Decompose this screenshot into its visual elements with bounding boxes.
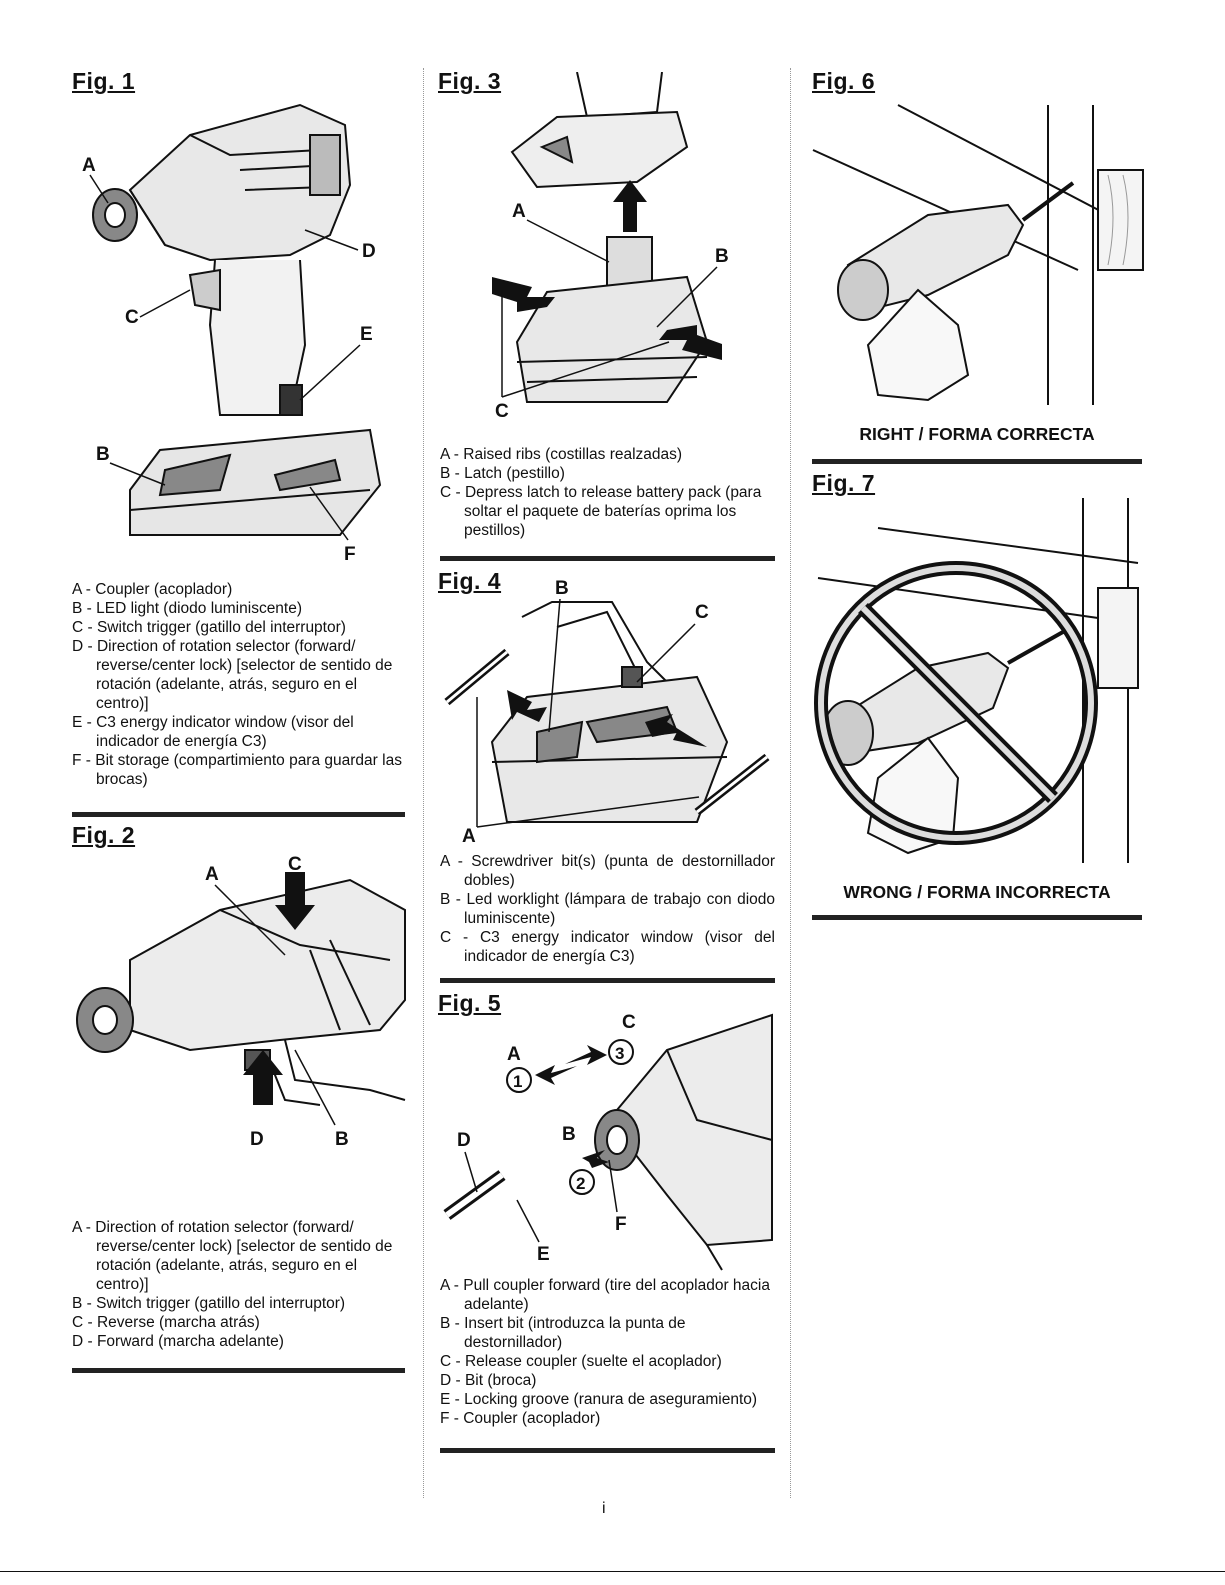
fig2-legend: A - Direction of rotation selector (forw… — [72, 1218, 402, 1351]
legend-item: B - Insert bit (introduzca la punta de d… — [440, 1315, 686, 1351]
release-arrow-icon — [565, 1045, 607, 1065]
prohibited-icon — [814, 561, 1098, 845]
up-arrow-icon — [613, 180, 647, 232]
fig4-label-a: A — [462, 826, 476, 847]
forward-arrow-icon — [243, 1050, 283, 1105]
fig1-label-d: D — [362, 241, 376, 262]
fig5-label-f: F — [615, 1214, 627, 1235]
fig3-battery-illustration: A B C — [492, 72, 729, 422]
fig6-title: Fig. 6 — [812, 68, 876, 94]
page-bottom-rule — [0, 1571, 1225, 1572]
legend-item: F - Bit storage (compartimiento para gua… — [72, 752, 402, 788]
left-arrow-icon — [492, 277, 555, 312]
screwdriver-bit-icon — [443, 1170, 506, 1220]
legend-item: C - Reverse (marcha atrás) — [72, 1314, 260, 1331]
fig4-title: Fig. 4 — [438, 568, 502, 594]
fig5-legend: A - Pull coupler forward (tire del acopl… — [440, 1276, 775, 1428]
column-divider-right — [790, 68, 791, 1498]
step-2-number: 2 — [576, 1174, 585, 1193]
step-3-icon — [608, 1039, 634, 1065]
fig3-legend: A - Raised ribs (costillas realzadas) B … — [440, 445, 770, 540]
fig1-title: Fig. 1 — [72, 68, 136, 94]
page-number: i — [602, 1500, 606, 1517]
fig5-label-d: D — [457, 1130, 471, 1151]
fig1-legend: A - Coupler (acoplador) B - LED light (d… — [72, 580, 402, 789]
step-1-number: 1 — [513, 1072, 522, 1091]
fig1-label-c: C — [125, 307, 139, 328]
legend-item: D - Bit (broca) — [440, 1372, 537, 1389]
fig1-label-a: A — [82, 155, 96, 176]
right-arrow-icon — [507, 690, 547, 722]
fig3-title: Fig. 3 — [438, 68, 502, 94]
screwdriver-bit-icon — [694, 753, 770, 816]
fig4-label-b: B — [555, 578, 569, 599]
section-divider — [812, 459, 1142, 464]
pull-arrow-icon — [535, 1065, 577, 1085]
legend-item: B - LED light (diodo luminiscente) — [72, 600, 303, 617]
legend-item: C - C3 energy indicator window (visor de… — [440, 929, 775, 965]
fig2-selector-illustration: A C D B — [76, 854, 406, 1150]
fig2-label-d: D — [250, 1129, 264, 1150]
left-arrow-icon — [645, 714, 707, 747]
fig7-incorrect-drilling-illustration — [814, 498, 1139, 863]
fig4-legend: A - Screwdriver bit(s) (punta de destorn… — [440, 852, 775, 966]
fig3-label-c: C — [495, 401, 509, 422]
fig3-label-b: B — [715, 246, 729, 267]
legend-item: A - Coupler (acoplador) — [72, 581, 233, 598]
legend-item: A - Screwdriver bit(s) (punta de destorn… — [440, 853, 775, 889]
insert-arrow-icon — [582, 1150, 609, 1168]
legend-item: C - Switch trigger (gatillo del interrup… — [72, 619, 346, 636]
section-divider — [440, 556, 775, 561]
legend-item: A - Raised ribs (costillas realzadas) — [440, 446, 683, 463]
step-3-number: 3 — [615, 1044, 624, 1063]
column-divider-left — [423, 68, 424, 1498]
fig4-bit-storage-illustration: B C A — [444, 578, 770, 847]
fig5-bit-insertion-illustration: 1 2 3 C A B D E F — [443, 1012, 773, 1271]
section-divider — [812, 915, 1142, 920]
right-arrow-icon — [659, 325, 722, 360]
legend-item: E - Locking groove (ranura de aseguramie… — [440, 1391, 758, 1408]
step-2-icon — [569, 1169, 595, 1195]
reverse-arrow-icon — [275, 872, 315, 930]
legend-item: B - Led worklight (lámpara de trabajo co… — [440, 891, 775, 927]
legend-item: D - Direction of rotation selector (forw… — [72, 638, 393, 712]
section-divider — [440, 1448, 775, 1453]
legend-item: C - Depress latch to release battery pac… — [440, 484, 762, 539]
legend-item: D - Forward (marcha adelante) — [72, 1333, 284, 1350]
fig3-label-a: A — [512, 201, 526, 222]
screwdriver-bit-icon — [444, 648, 510, 706]
fig2-label-c: C — [288, 854, 302, 875]
fig7-title: Fig. 7 — [812, 470, 876, 496]
section-divider — [440, 978, 775, 983]
fig5-label-c: C — [622, 1012, 636, 1033]
fig5-label-b: B — [562, 1124, 576, 1145]
legend-item: A - Pull coupler forward (tire del acopl… — [440, 1277, 770, 1313]
legend-item: A - Direction of rotation selector (forw… — [72, 1219, 393, 1293]
fig6-caption: RIGHT / FORMA CORRECTA — [859, 424, 1095, 444]
fig2-label-a: A — [205, 864, 219, 885]
fig6-correct-drilling-illustration — [812, 104, 1144, 405]
fig2-label-b: B — [335, 1129, 349, 1150]
fig7-caption: WRONG / FORMA INCORRECTA — [843, 882, 1111, 902]
fig5-label-e: E — [537, 1244, 550, 1265]
step-1-icon — [506, 1067, 532, 1093]
fig1-label-b: B — [96, 444, 110, 465]
fig5-label-a: A — [507, 1044, 521, 1065]
fig2-title: Fig. 2 — [72, 822, 136, 848]
fig1-label-f: F — [344, 544, 356, 565]
fig1-impact-driver-illustration: A D C E B F — [82, 103, 382, 565]
section-divider — [72, 812, 405, 817]
fig5-title: Fig. 5 — [438, 990, 502, 1016]
legend-item: E - C3 energy indicator window (visor de… — [72, 714, 354, 750]
legend-item: B - Latch (pestillo) — [440, 465, 565, 482]
fig4-label-c: C — [695, 602, 709, 623]
legend-item: B - Switch trigger (gatillo del interrup… — [72, 1295, 346, 1312]
legend-item: F - Coupler (acoplador) — [440, 1410, 601, 1427]
section-divider — [72, 1368, 405, 1373]
fig1-label-e: E — [360, 324, 373, 345]
legend-item: C - Release coupler (suelte el acoplador… — [440, 1353, 722, 1370]
